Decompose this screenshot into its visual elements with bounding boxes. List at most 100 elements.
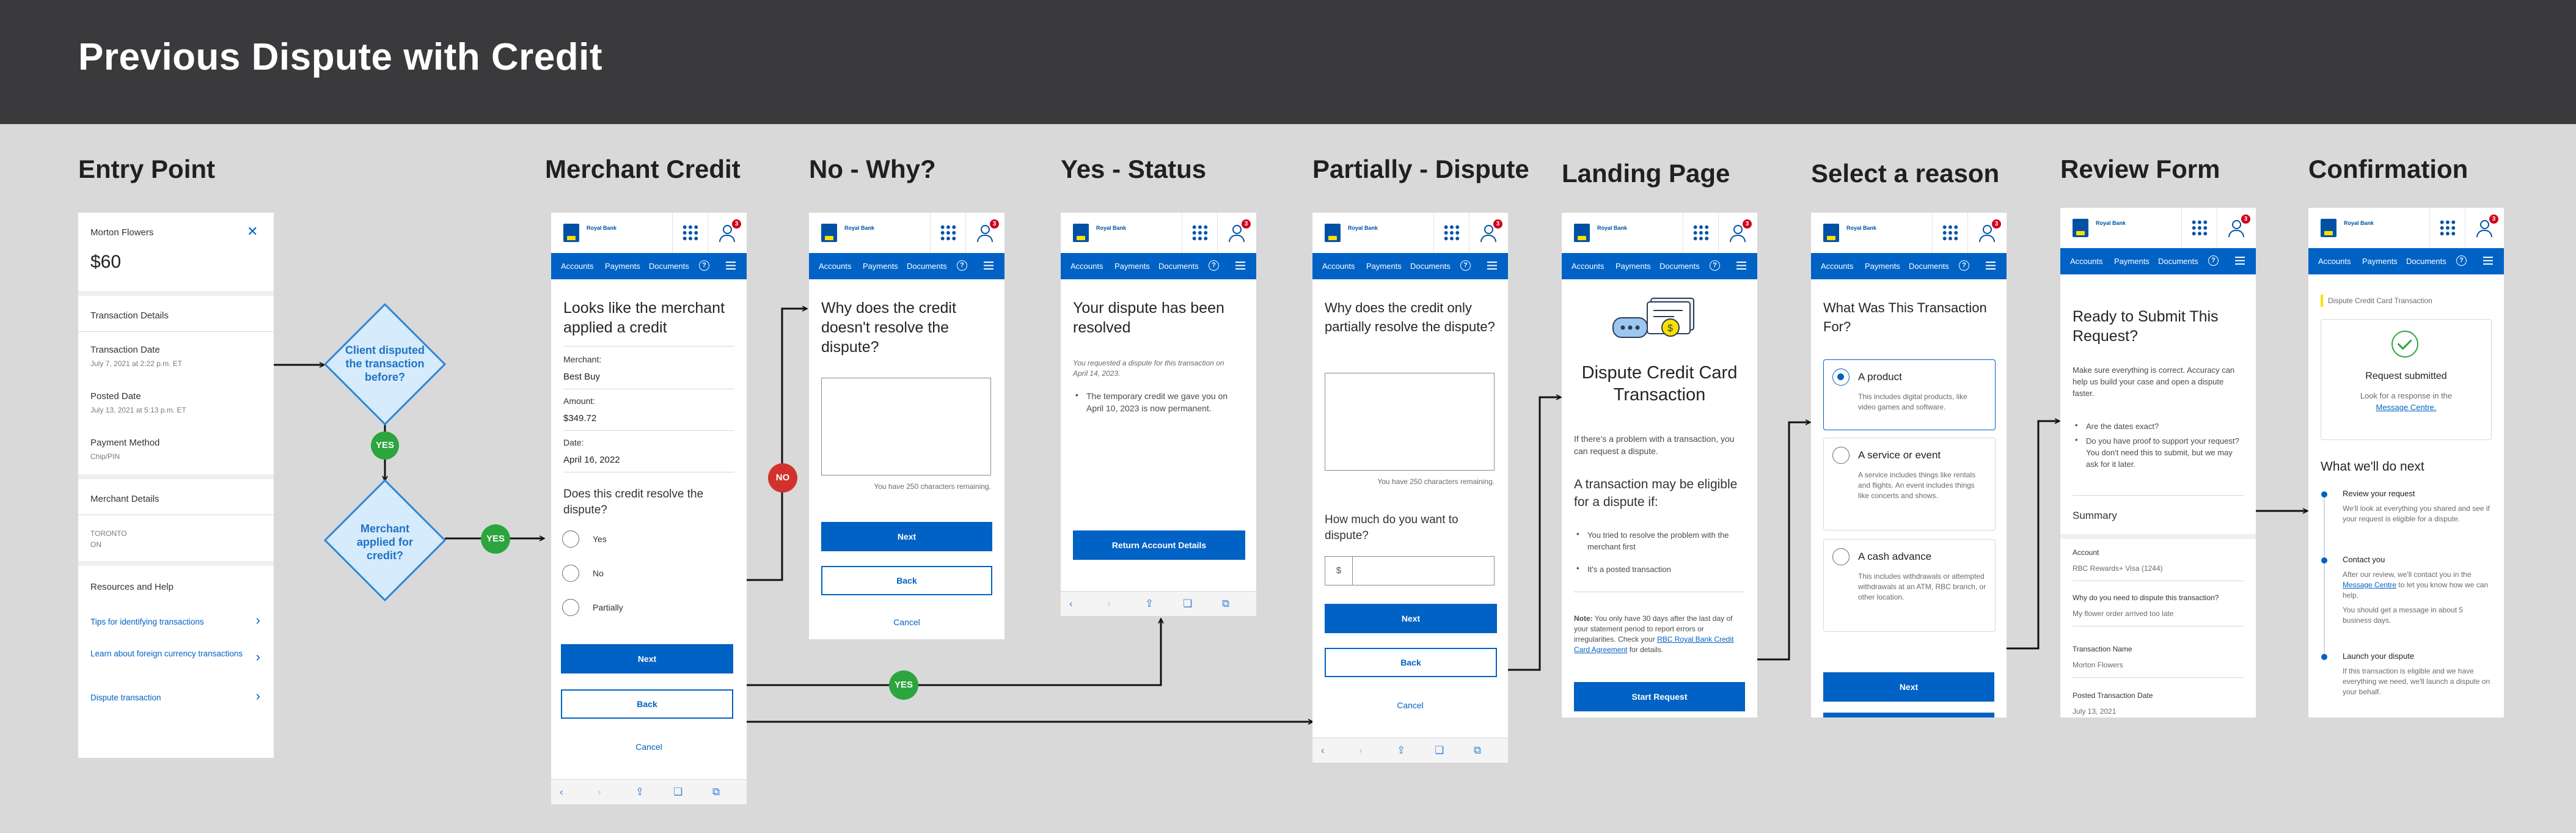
bookmarks-icon[interactable]: ❏ bbox=[1435, 744, 1444, 756]
nav-payments[interactable]: Payments bbox=[2114, 257, 2150, 266]
nav-accounts[interactable]: Accounts bbox=[819, 262, 852, 271]
nav-payments[interactable]: Payments bbox=[1865, 262, 1900, 271]
radio-cash-advance[interactable] bbox=[1832, 548, 1850, 565]
menu-icon[interactable] bbox=[1736, 262, 1746, 270]
user-icon[interactable] bbox=[975, 222, 993, 242]
cancel-link[interactable]: Cancel bbox=[893, 617, 920, 627]
menu-icon[interactable] bbox=[1487, 262, 1497, 270]
nav-accounts[interactable]: Accounts bbox=[1070, 262, 1103, 271]
reason-textarea[interactable] bbox=[1325, 373, 1495, 471]
nav-documents[interactable]: Documents bbox=[2406, 257, 2446, 266]
nav-documents[interactable]: Documents bbox=[649, 262, 689, 271]
share-icon[interactable]: ⇪ bbox=[1397, 744, 1406, 756]
help-icon[interactable]: ? bbox=[2456, 255, 2467, 266]
user-icon[interactable] bbox=[2227, 218, 2245, 237]
start-request-button[interactable]: Start Request bbox=[1574, 682, 1745, 711]
menu-icon[interactable] bbox=[2483, 257, 2493, 265]
nav-documents[interactable]: Documents bbox=[1410, 262, 1451, 271]
bookmarks-icon[interactable]: ❏ bbox=[673, 786, 683, 798]
amount-input[interactable]: $ bbox=[1325, 556, 1495, 585]
back-button[interactable]: Back bbox=[821, 566, 992, 595]
close-icon[interactable]: ✕ bbox=[247, 224, 258, 239]
nav-documents[interactable]: Documents bbox=[907, 262, 947, 271]
radio-label-partially[interactable]: Partially bbox=[593, 603, 623, 612]
user-icon[interactable] bbox=[717, 222, 736, 242]
nav-documents[interactable]: Documents bbox=[1158, 262, 1199, 271]
nav-payments[interactable]: Payments bbox=[1114, 262, 1150, 271]
user-icon[interactable] bbox=[1479, 222, 1497, 242]
apps-grid-icon[interactable] bbox=[1443, 224, 1460, 241]
reason-option-product[interactable]: A product This includes digital products… bbox=[1823, 359, 1996, 430]
menu-icon[interactable] bbox=[1986, 262, 1996, 270]
nav-accounts[interactable]: Accounts bbox=[561, 262, 594, 271]
radio-no[interactable] bbox=[562, 565, 579, 582]
help-icon[interactable]: ? bbox=[1209, 260, 1219, 271]
browser-back-icon[interactable]: ‹ bbox=[1321, 744, 1325, 756]
nav-payments[interactable]: Payments bbox=[605, 262, 640, 271]
nav-payments[interactable]: Payments bbox=[863, 262, 898, 271]
nav-accounts[interactable]: Accounts bbox=[1572, 262, 1605, 271]
radio-service[interactable] bbox=[1832, 447, 1850, 464]
reason-textarea[interactable] bbox=[821, 378, 991, 475]
nav-payments[interactable]: Payments bbox=[1615, 262, 1651, 271]
reason-option-cash-advance[interactable]: A cash advance This includes withdrawals… bbox=[1823, 539, 1996, 632]
bookmarks-icon[interactable]: ❏ bbox=[1183, 598, 1193, 609]
apps-grid-icon[interactable] bbox=[1942, 224, 1959, 241]
help-icon[interactable]: ? bbox=[1460, 260, 1471, 271]
help-icon[interactable]: ? bbox=[957, 260, 967, 271]
help-icon[interactable]: ? bbox=[2208, 255, 2219, 266]
help-icon[interactable]: ? bbox=[1710, 260, 1720, 271]
apps-grid-icon[interactable] bbox=[1692, 224, 1710, 241]
tabs-icon[interactable]: ⧉ bbox=[712, 786, 720, 798]
browser-back-icon[interactable]: ‹ bbox=[560, 786, 563, 798]
reason-option-service[interactable]: A service or event A service includes th… bbox=[1823, 438, 1996, 530]
link-foreign-currency[interactable]: Learn about foreign currency transaction… bbox=[90, 649, 243, 658]
nav-documents[interactable]: Documents bbox=[2158, 257, 2198, 266]
message-centre-link[interactable]: Message Centre. bbox=[2376, 403, 2437, 412]
next-button[interactable]: Next bbox=[1823, 672, 1994, 702]
cancel-link[interactable]: Cancel bbox=[635, 742, 662, 752]
user-icon[interactable] bbox=[1728, 222, 1746, 242]
menu-icon[interactable] bbox=[984, 262, 993, 270]
nav-documents[interactable]: Documents bbox=[1909, 262, 1949, 271]
help-icon[interactable]: ? bbox=[1959, 260, 1969, 271]
share-icon[interactable]: ⇪ bbox=[635, 786, 645, 798]
apps-grid-icon[interactable] bbox=[682, 224, 699, 241]
next-button[interactable]: Next bbox=[561, 644, 733, 673]
radio-partially[interactable] bbox=[562, 599, 579, 616]
card-agreement-link[interactable]: RBC Royal Bank Credit Card Agreement bbox=[1574, 635, 1734, 654]
tabs-icon[interactable]: ⧉ bbox=[1474, 744, 1482, 756]
radio-label-no[interactable]: No bbox=[593, 568, 604, 578]
nav-accounts[interactable]: Accounts bbox=[1322, 262, 1355, 271]
message-centre-inline-link[interactable]: Message Centre bbox=[2343, 581, 2397, 589]
nav-accounts[interactable]: Accounts bbox=[2070, 257, 2103, 266]
radio-yes[interactable] bbox=[562, 530, 579, 548]
user-icon[interactable] bbox=[1227, 222, 1245, 242]
help-icon[interactable]: ? bbox=[699, 260, 709, 271]
apps-grid-icon[interactable] bbox=[2191, 219, 2208, 237]
nav-payments[interactable]: Payments bbox=[1366, 262, 1402, 271]
tabs-icon[interactable]: ⧉ bbox=[1222, 598, 1230, 609]
return-account-details-button[interactable]: Return Account Details bbox=[1073, 530, 1245, 560]
nav-accounts[interactable]: Accounts bbox=[1821, 262, 1854, 271]
radio-product[interactable] bbox=[1832, 369, 1850, 386]
menu-icon[interactable] bbox=[726, 262, 736, 270]
user-icon[interactable] bbox=[2475, 218, 2493, 237]
link-dispute-transaction[interactable]: Dispute transaction bbox=[90, 693, 161, 702]
link-tips-identifying[interactable]: Tips for identifying transactions bbox=[90, 617, 204, 626]
menu-icon[interactable] bbox=[1235, 262, 1245, 270]
chevron-right-icon[interactable]: › bbox=[255, 649, 260, 664]
chevron-right-icon[interactable]: › bbox=[255, 612, 260, 628]
chevron-right-icon[interactable]: › bbox=[255, 688, 260, 703]
apps-grid-icon[interactable] bbox=[940, 224, 957, 241]
cancel-link[interactable]: Cancel bbox=[1397, 700, 1424, 710]
user-icon[interactable] bbox=[1977, 222, 1996, 242]
next-button[interactable]: Next bbox=[821, 522, 992, 551]
browser-back-icon[interactable]: ‹ bbox=[1069, 598, 1073, 609]
next-button[interactable]: Next bbox=[1325, 604, 1497, 633]
apps-grid-icon[interactable] bbox=[2439, 219, 2456, 237]
menu-icon[interactable] bbox=[2235, 257, 2245, 265]
nav-documents[interactable]: Documents bbox=[1659, 262, 1700, 271]
back-button[interactable]: Back bbox=[1325, 648, 1497, 677]
nav-accounts[interactable]: Accounts bbox=[2318, 257, 2351, 266]
